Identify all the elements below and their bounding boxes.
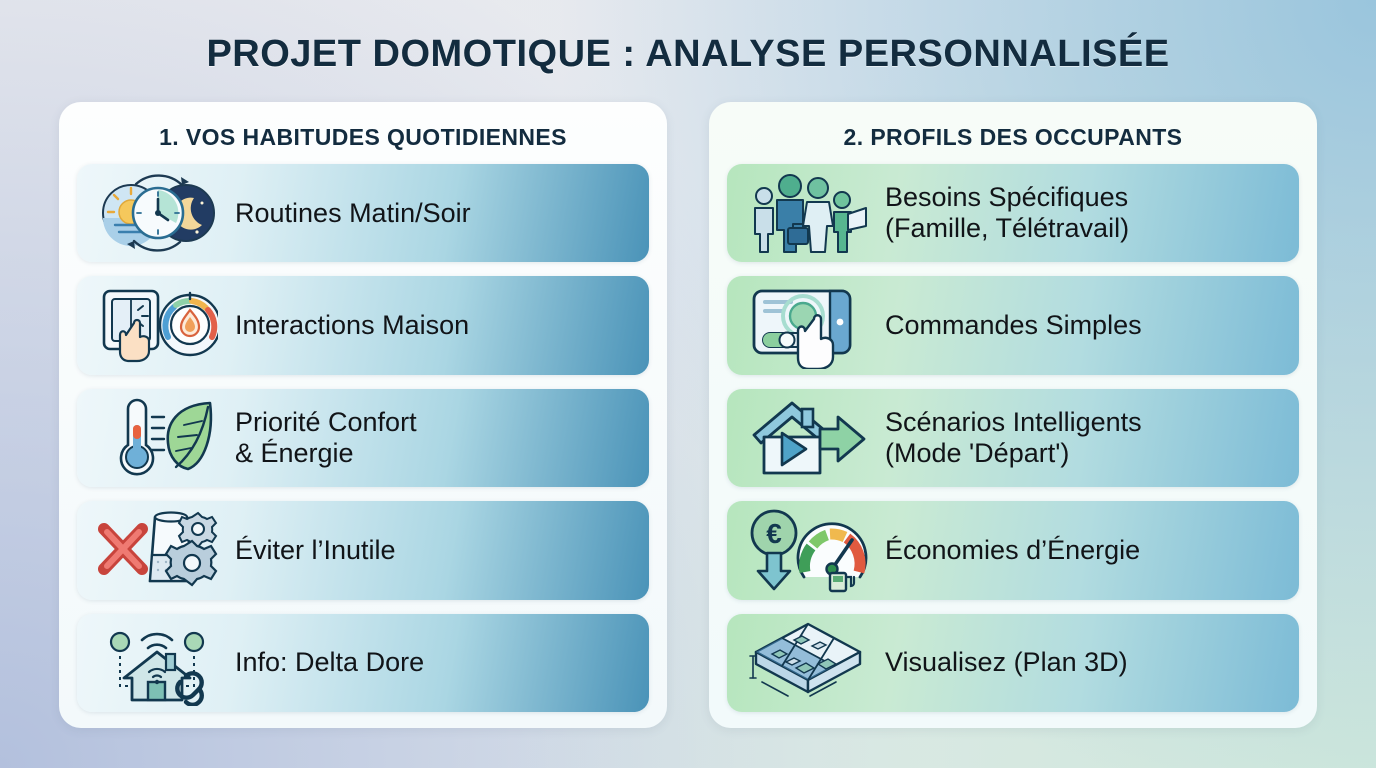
rows-list-2: Besoins Spécifiques (Famille, Télétravai… [727,164,1299,713]
row-visualisez-plan-3d[interactable]: Visualisez (Plan 3D) [727,613,1299,713]
cross-speaker-gears-icon [91,501,225,599]
isometric-floorplan-icon [741,614,875,712]
panel-heading-1: 1. VOS HABITUDES QUOTIDIENNES [159,124,567,150]
row-scenarios-intelligents[interactable]: Scénarios Intelligents (Mode 'Départ') [727,388,1299,488]
row-label: Économies d’Énergie [885,534,1141,565]
row-besoins-specifiques[interactable]: Besoins Spécifiques (Famille, Télétravai… [727,164,1299,263]
connected-house-link-icon [91,614,225,712]
panel-profils: 2. PROFILS DES OCCUPANTS [709,102,1317,728]
row-info-delta-dore[interactable]: Info: Delta Dore [77,613,649,713]
row-commandes-simples[interactable]: Commandes Simples [727,276,1299,375]
tablet-touch-hand-icon [741,276,875,374]
row-label: Visualisez (Plan 3D) [885,647,1128,678]
row-economies-energie[interactable]: € [727,501,1299,600]
rows-list-1: Routines Matin/Soir [77,164,649,713]
row-label: Éviter l’Inutile [235,534,396,565]
panel-heading-2: 2. PROFILS DES OCCUPANTS [843,124,1183,150]
row-routines-matin-soir[interactable]: Routines Matin/Soir [77,164,649,263]
row-priorite-confort-energie[interactable]: Priorité Confort & Énergie [77,388,649,488]
panel-habitudes: 1. VOS HABITUDES QUOTIDIENNES [59,102,667,728]
row-label: Commandes Simples [885,309,1142,340]
thermometer-leaf-icon [91,389,225,487]
row-label: Besoins Spécifiques (Famille, Télétravai… [885,181,1130,244]
row-label: Interactions Maison [235,309,470,340]
svg-text:€: € [766,518,782,549]
row-interactions-maison[interactable]: Interactions Maison [77,276,649,375]
family-people-icon [741,164,875,262]
row-label: Info: Delta Dore [235,647,425,678]
sun-clock-moon-icon [91,164,225,262]
row-label: Routines Matin/Soir [235,197,471,228]
panels-container: 1. VOS HABITUDES QUOTIDIENNES [59,102,1317,728]
house-play-arrow-icon [741,389,875,487]
page-title: PROJET DOMOTIQUE : ANALYSE PERSONNALISÉE [206,33,1170,75]
row-eviter-inutile[interactable]: Éviter l’Inutile [77,501,649,600]
row-label: Priorité Confort & Énergie [235,406,417,469]
row-label: Scénarios Intelligents (Mode 'Départ') [885,406,1142,469]
light-switch-thermostat-icon [91,276,225,374]
euro-gauge-fuel-icon: € [741,501,875,599]
